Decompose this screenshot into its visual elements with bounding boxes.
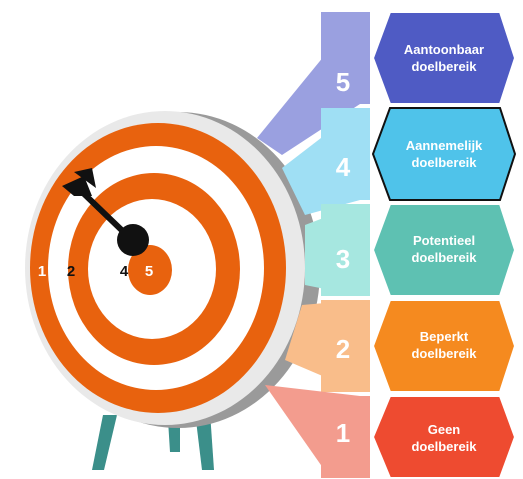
target-stand [92,412,214,470]
level-5-number: 5 [336,67,350,97]
ring-5-bullseye [128,245,172,295]
levels-ladder: 5 Aantoonbaar doelbereik 4 Aannemelijk d… [257,11,517,479]
level-2-label-line1: Beperkt [420,329,469,344]
level-4-band [321,108,370,200]
level-2-hexagon [371,299,517,393]
level-1-band [321,396,370,478]
level-1-hexagon [371,395,517,479]
level-2-band [321,300,370,392]
ring-number-4: 4 [120,263,129,280]
ring-number-1: 1 [38,263,46,280]
level-2-label-line2: doelbereik [411,346,477,361]
level-5-label-line1: Aantoonbaar [404,42,484,57]
level-1-label-line1: Geen [428,422,461,437]
level-3-hexagon [371,203,517,297]
level-2-number: 2 [336,334,350,364]
level-1: 1 Geen doelbereik [265,385,517,479]
level-3-number: 3 [336,244,350,274]
level-5-hexagon [371,11,517,105]
level-4: 4 Aannemelijk doelbereik [282,107,517,215]
level-1-label-line2: doelbereik [411,439,477,454]
level-2: 2 Beperkt doelbereik [285,299,517,393]
dart-icon [62,168,149,256]
level-4-hexagon [371,107,517,201]
ring-number-3: 3 [95,263,103,280]
level-3-label-line1: Potentieel [413,233,475,248]
level-4-label-line1: Aannemelijk [406,138,483,153]
level-4-label-line2: doelbereik [411,155,477,170]
level-3-band [321,204,370,296]
level-5-label-line2: doelbereik [411,59,477,74]
level-1-number: 1 [336,418,350,448]
dartboard: 1 2 3 4 5 [25,111,320,428]
level-5-band [321,12,370,104]
level-3-label-line2: doelbereik [411,250,477,265]
ring-number-2: 2 [67,263,75,280]
level-5: 5 Aantoonbaar doelbereik [257,11,517,155]
ring-number-5: 5 [145,263,153,280]
level-3: 3 Potentieel doelbereik [305,203,517,297]
level-4-number: 4 [336,152,351,182]
